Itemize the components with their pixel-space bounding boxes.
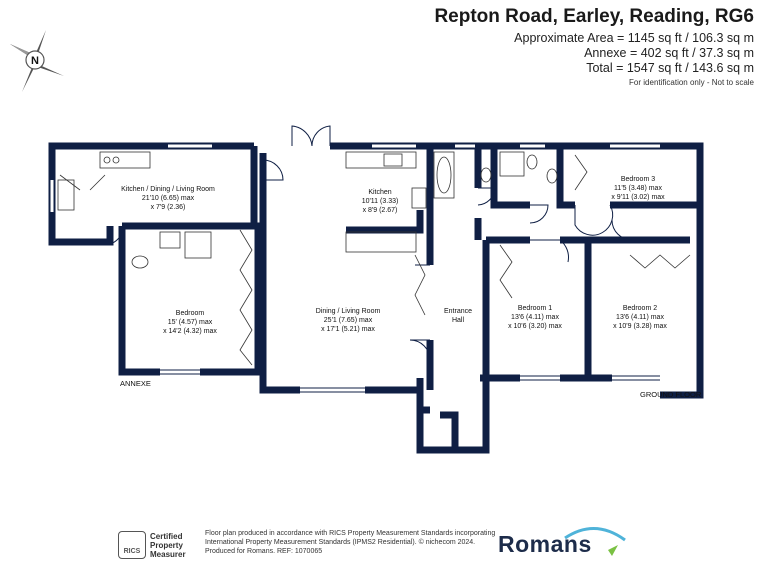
room-dim-kitchen-dining-2: x 7'9 (2.36) [151,204,186,211]
room-name-bedroom3: Bedroom 3 [621,176,655,183]
windows [50,144,660,392]
compass-label: N [31,55,39,67]
brand-logo: Romans [498,531,592,557]
room-name-dining-living: Dining / Living Room [316,308,381,315]
room-dim-bedroom3-2: x 9'11 (3.02) max [611,194,665,201]
rics-badge-icon: RICS [118,531,146,559]
doors [109,125,633,361]
room-name-bedroom1: Bedroom 1 [518,305,552,312]
annexe-area-text: Annexe = 402 sq ft / 37.3 sq m [584,46,754,60]
room-dim-kitchen-2: x 8'9 (2.67) [363,207,398,214]
brand-swoosh-icon [564,527,626,542]
wardrobes [59,154,691,366]
approx-area-text: Approximate Area = 1145 sq ft / 106.3 sq… [514,31,754,45]
room-dim-bedroom2-2: x 10'9 (3.28) max [613,323,667,330]
room-dim-annexe-bedroom-2: x 14'2 (4.32) max [163,328,217,335]
window-lines [49,143,660,393]
walls [48,142,704,454]
rics-line-2: Property [150,541,183,550]
footer-line-2: International Property Measurement Stand… [205,539,476,546]
page-title: Repton Road, Earley, Reading, RG6 [434,6,754,27]
room-dim-kitchen-dining-1: 21'10 (6.65) max [142,195,195,202]
ground-floor-label: GROUND FLOOR [640,390,702,399]
room-dim-kitchen-1: 10'11 (3.33) [362,198,399,205]
footer-line-1: Floor plan produced in accordance with R… [205,530,496,537]
room-name-bedroom2: Bedroom 2 [623,305,657,312]
brand-leaf-icon [608,545,618,556]
rics-line-3: Measurer [150,550,186,559]
room-dim-bedroom1-2: x 10'6 (3.20) max [508,323,562,330]
room-name-entrance: Entrance [444,308,472,315]
room-dim-dining-living-2: x 17'1 (5.21) max [321,326,375,333]
rics-certified-text: Certified Property Measurer [150,532,186,559]
annexe-label: ANNEXE [120,379,151,388]
bath-icon [433,151,455,199]
footer-line-3: Produced for Romans. REF: 1070065 [205,548,323,555]
room-name-hall: Hall [452,317,465,324]
footer-disclaimer: Floor plan produced in accordance with R… [205,529,505,556]
compass-icon: N [10,30,64,92]
disclaimer-note: For identification only - Not to scale [629,78,754,87]
room-dim-bedroom3-1: 11'5 (3.48) max [614,185,662,192]
room-dim-annexe-bedroom-1: 15' (4.57) max [168,319,213,326]
room-dim-bedroom1-1: 13'6 (4.11) max [511,314,559,321]
room-dim-bedroom2-1: 13'6 (4.11) max [616,314,664,321]
room-name-kitchen-dining: Kitchen / Dining / Living Room [121,186,215,193]
room-name-annexe-bedroom: Bedroom [176,310,205,317]
toilet-icon [480,167,492,183]
shower-icon [499,151,525,177]
sink-icon [383,153,403,167]
total-area-text: Total = 1547 sq ft / 143.6 sq m [586,61,754,75]
hob-icon [103,156,111,164]
rics-line-1: Certified [150,532,183,541]
fixtures [57,151,558,269]
room-dim-dining-living-1: 25'1 (7.65) max [324,317,373,324]
room-name-kitchen: Kitchen [368,189,391,196]
